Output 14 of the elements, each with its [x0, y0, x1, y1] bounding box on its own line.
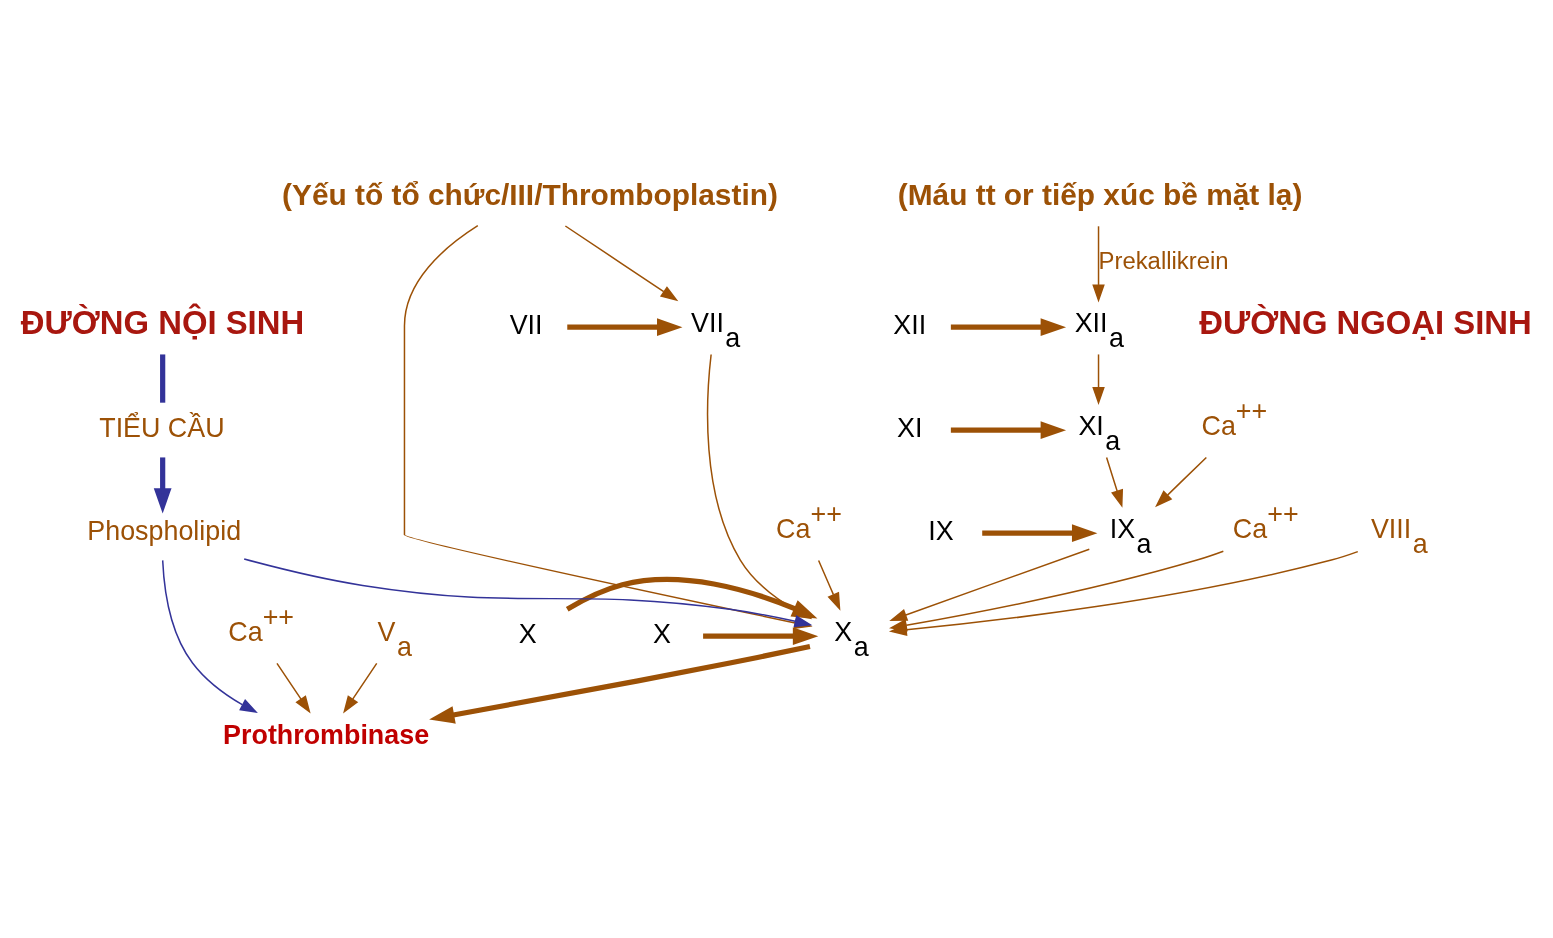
node-text: IX [928, 515, 954, 546]
edge-label: Prekallikrein [1098, 246, 1229, 274]
node-text: VII [509, 309, 543, 340]
node-text: Prothrombinase [223, 720, 430, 751]
node-text: XI [897, 412, 923, 443]
node-text: XII [893, 309, 927, 340]
node-text: (Yếu tố tổ chức/III/Thromboplastin) [282, 177, 778, 211]
node-text: ĐƯỜNG NGOẠI SINH [1199, 304, 1532, 342]
node-text: TIỂU CẦU [99, 412, 225, 443]
node-text: X [652, 618, 671, 649]
node-text: Phospholipid [87, 515, 242, 546]
node-text: ĐƯỜNG NỘI SINH [20, 304, 305, 342]
node-text: X [518, 618, 537, 649]
node-text: (Máu tt or tiếp xúc bề mặt lạ) [897, 177, 1303, 211]
